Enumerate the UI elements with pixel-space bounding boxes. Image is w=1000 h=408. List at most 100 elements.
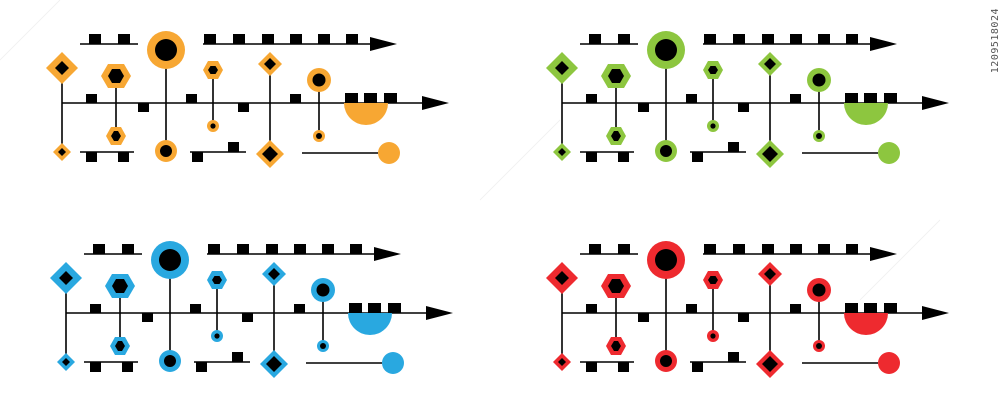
motif-shape <box>55 61 69 75</box>
motif-shape <box>90 362 101 372</box>
motif-shape <box>112 279 128 293</box>
motif-shape <box>238 103 249 112</box>
motif-shape <box>86 94 97 103</box>
motif-shape <box>312 73 326 87</box>
motif-shape <box>388 303 401 313</box>
motif-shape <box>262 146 278 162</box>
motif-shape <box>316 283 330 297</box>
image-id-watermark: 1209518024 <box>990 8 1000 74</box>
motif-shape <box>90 244 401 372</box>
motif-shape <box>426 306 453 320</box>
motif-shape <box>878 352 900 374</box>
motif-shape <box>555 271 569 285</box>
motif-shape <box>704 244 716 254</box>
motif-shape <box>660 145 672 157</box>
motif-shape <box>138 103 149 112</box>
motif-shape <box>204 34 216 44</box>
motif-shape <box>190 304 201 313</box>
motif-shape <box>118 152 129 162</box>
motif-shape <box>692 362 703 372</box>
motif-shape <box>844 313 888 335</box>
motif-shape <box>384 93 397 103</box>
motif-shape <box>212 276 222 284</box>
motif-shape <box>266 356 282 372</box>
motif-shape <box>266 244 278 254</box>
motif-shape <box>111 131 121 141</box>
motif-shape <box>555 39 826 162</box>
motif-shape <box>159 249 181 271</box>
motif-shape <box>638 313 649 322</box>
motif-shape <box>122 362 133 372</box>
motif-shape <box>86 152 97 162</box>
motif-shape <box>344 103 388 125</box>
motif-shape <box>762 244 774 254</box>
motif-variant-blue <box>50 241 453 378</box>
motif-shape <box>586 94 597 103</box>
motif-shape <box>845 93 858 103</box>
motif-shape <box>294 244 306 254</box>
motif-variant-orange <box>46 31 449 168</box>
motif-shape <box>710 333 716 339</box>
motif-shape <box>262 34 274 44</box>
motif-shape <box>846 244 858 254</box>
motif-shape <box>812 73 826 87</box>
motif-shape <box>762 146 778 162</box>
motif-shape <box>864 93 877 103</box>
motif-shape <box>264 58 276 70</box>
motif-shape <box>160 145 172 157</box>
motif-shape <box>818 34 830 44</box>
motif-shape <box>589 244 601 254</box>
motif-shape <box>316 133 322 139</box>
motif-shape <box>686 94 697 103</box>
motif-shape <box>728 142 739 152</box>
motif-shape <box>608 279 624 293</box>
motif-orange <box>46 31 449 168</box>
motif-shape <box>870 37 897 51</box>
motif-shape <box>86 34 397 162</box>
background-watermark <box>0 0 941 301</box>
motif-shape <box>322 244 334 254</box>
motif-shape <box>290 94 301 103</box>
motif-shape <box>345 93 358 103</box>
motif-shape <box>790 304 801 313</box>
motif-shape <box>611 131 621 141</box>
motif-shape <box>845 303 858 313</box>
motif-shape <box>878 142 900 164</box>
motif-shape <box>704 34 716 44</box>
motif-shape <box>816 133 822 139</box>
motif-shape <box>790 94 801 103</box>
motif-shape <box>728 352 739 362</box>
motif-shape <box>364 93 377 103</box>
motif-shape <box>710 123 716 129</box>
motif-shape <box>864 303 877 313</box>
motif-variant-red <box>546 241 949 378</box>
motif-shape <box>738 103 749 112</box>
motif-shape <box>733 244 745 254</box>
motif-shape <box>884 303 897 313</box>
motif-shape <box>708 276 718 284</box>
motif-shape <box>378 142 400 164</box>
motif-variant-green <box>546 31 949 168</box>
motif-shape <box>228 142 239 152</box>
motif-shape <box>320 343 326 349</box>
motif-shape <box>348 313 392 335</box>
motif-shape <box>818 244 830 254</box>
motif-shape <box>589 34 601 44</box>
motif-shape <box>764 58 776 70</box>
motif-shape <box>618 362 629 372</box>
motif-shape <box>55 39 326 162</box>
motif-shape <box>118 34 130 44</box>
motif-shape <box>186 94 197 103</box>
motif-red <box>546 241 949 378</box>
motif-shape <box>555 249 826 372</box>
motif-shape <box>368 303 381 313</box>
motif-shape <box>46 31 400 168</box>
motif-shape <box>764 268 776 280</box>
motif-shape <box>237 244 249 254</box>
motif-shape <box>290 34 302 44</box>
motif-shape <box>884 93 897 103</box>
motif-shape <box>586 244 897 372</box>
motif-shape <box>294 304 305 313</box>
motif-shape <box>922 96 949 110</box>
